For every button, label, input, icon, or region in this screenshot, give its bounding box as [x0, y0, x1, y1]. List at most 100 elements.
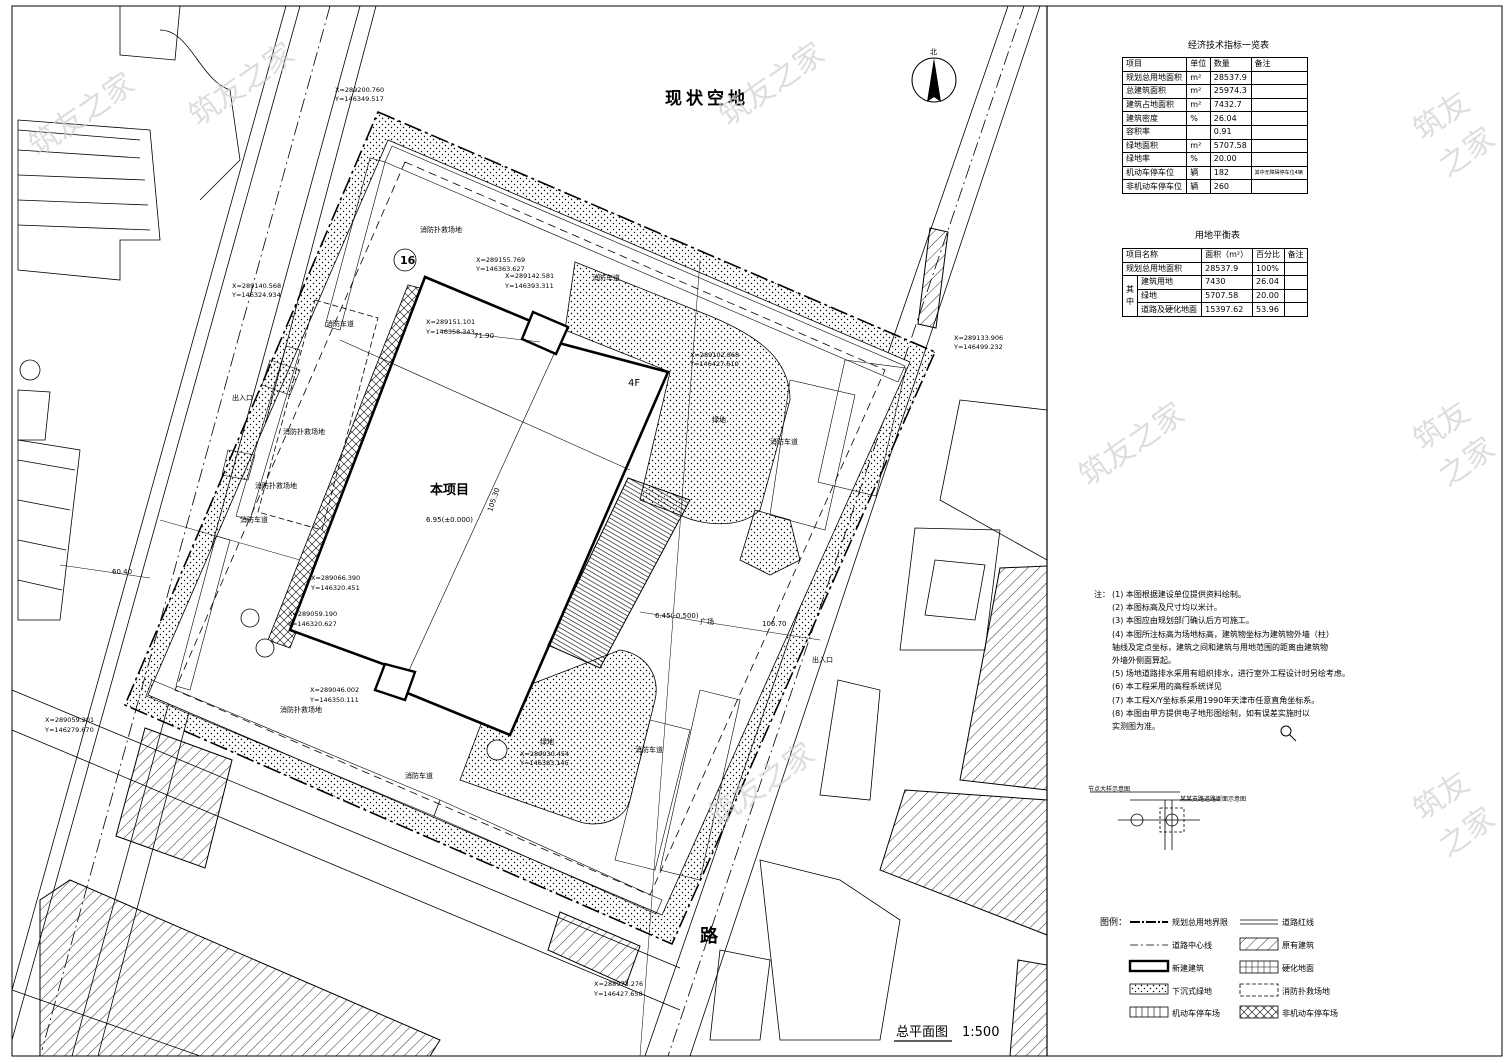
label-fire-lane-4: 消防车道: [592, 273, 620, 282]
building-annex-north: [520, 310, 570, 356]
tech-r7-c0: 机动车停车位: [1121, 165, 1188, 181]
land-r2-1: 15397.62: [1201, 302, 1254, 317]
label-green-2: 绿地: [540, 737, 554, 746]
existing-building-east-3: [917, 227, 949, 329]
dimension-lines: [59, 259, 821, 1057]
north-label: 北: [930, 48, 937, 56]
label-fire-lane-5: 消防车道: [635, 745, 663, 754]
tech-r7-c1: 辆: [1186, 165, 1211, 181]
land-r0-2: 26.04: [1252, 275, 1285, 290]
tech-r3-c3: [1250, 111, 1309, 126]
existing-buildings-west: [17, 5, 241, 621]
building-axis-2: [339, 339, 631, 471]
existing-building-east-1: [959, 565, 1048, 791]
tech-r7-c2: 182: [1209, 165, 1252, 181]
tech-h-1: 单位: [1186, 57, 1211, 72]
land-table: 项目名称 面积（m²） 百分比 备注 规划总用地面积 28537.9 100% …: [1121, 248, 1309, 317]
label-entrance: 出入口: [232, 393, 253, 402]
coordinate-labels: X=289200.760 Y=146349.517 X=289140.568 Y…: [44, 86, 1003, 998]
label-fire-site-4: 消防扑救场地: [420, 225, 462, 234]
tech-r3-c1: %: [1186, 111, 1211, 126]
plan-scale: 1:500: [962, 1025, 999, 1040]
tech-r8-c2: 260: [1209, 179, 1252, 194]
coord-10-x: X=289046.002: [310, 686, 359, 694]
label-project: 本项目: [430, 482, 469, 498]
dim-60-40: 60.40: [112, 568, 132, 576]
tech-r1-c0: 总建筑面积: [1121, 84, 1188, 99]
tech-r5-c1: m²: [1186, 138, 1211, 154]
land-total-2: 100%: [1252, 261, 1285, 277]
coord-8-x: X=289066.390: [311, 574, 360, 582]
land-r0-1: 7430: [1201, 275, 1254, 290]
tech-r1-c2: 25974.3: [1209, 84, 1252, 99]
coord-6-x: X=289133.906: [954, 334, 1003, 342]
coord-5-x: X=289151.101: [426, 318, 475, 326]
tech-r1-c1: m²: [1186, 84, 1211, 99]
legend-item-fire-site: 消防扑救场地: [1282, 987, 1330, 996]
legend-item-new-building: 新建建筑: [1172, 964, 1204, 973]
tech-r6-c1: %: [1186, 152, 1211, 167]
detail-markers: [240, 248, 508, 761]
land-table-header: 项目名称 面积（m²） 百分比 备注: [1121, 248, 1309, 263]
label-floors: 4F: [628, 378, 640, 389]
label-elev-plaza: 6.45(-0.500): [655, 612, 699, 620]
land-r2-0: 道路及硬化地面: [1136, 302, 1203, 317]
coord-4-x: X=289142.581: [505, 272, 554, 280]
note-line: (7) 本工程X/Y坐标系采用1990年天津市任意直角坐标系。: [1112, 695, 1320, 705]
note-line: 外墙外侧面算起。: [1112, 656, 1176, 666]
legend-item-existing-building: 原有建筑: [1282, 941, 1314, 950]
land-r1-2: 20.00: [1252, 288, 1285, 304]
existing-building-south-1: [115, 727, 233, 869]
label-fire-site-2: 消防扑救场地: [255, 481, 297, 490]
land-table-row: 道路及硬化地面 15397.62 53.96: [1123, 302, 1309, 317]
tech-table-header: 项目单位数量备注: [1121, 57, 1309, 72]
note-line: (3) 本图应由规划部门确认后方可施工。: [1112, 616, 1254, 626]
land-group-label: 其中: [1122, 275, 1138, 317]
tech-r4-c0: 容积率: [1121, 124, 1188, 140]
tech-r8-c1: 辆: [1186, 179, 1211, 194]
tech-table-row: 建筑密度%26.04: [1121, 111, 1309, 126]
legend-title: 图例：: [1100, 918, 1128, 928]
coord-1-x: X=289200.760: [335, 86, 384, 94]
land-total-0: 规划总用地面积: [1121, 261, 1203, 277]
note-line: (6) 本工程采用的高程系统详见: [1112, 682, 1222, 692]
land-total-3: [1283, 261, 1309, 277]
coord-9-x: X=289059.190: [288, 610, 337, 618]
note-line: 轴线及定点坐标，建筑之间和建筑与用地范围的距离由建筑物: [1112, 642, 1328, 652]
tech-r0-c0: 规划总用地面积: [1121, 70, 1188, 86]
tech-r0-c2: 28537.9: [1209, 70, 1252, 86]
marker-16: 16: [400, 254, 416, 267]
land-table-row: 其中 建筑用地 7430 26.04: [1122, 275, 1309, 317]
parking-rows: [145, 145, 907, 915]
coord-12-y: Y=146383.145: [519, 759, 569, 767]
existing-building-east-2: [879, 789, 1048, 936]
land-r2-2: 53.96: [1252, 302, 1285, 317]
note-line: 实测图为准。: [1112, 722, 1160, 732]
existing-building-south-2: [39, 879, 441, 1057]
land-h-3: 备注: [1283, 248, 1309, 263]
note-line: (1) 本图根据建设单位提供资料绘制。: [1112, 590, 1246, 599]
land-table-title: 用地平衡表: [1195, 231, 1241, 241]
legend-item-centerline: 道路中心线: [1172, 941, 1212, 950]
land-h-2: 百分比: [1252, 248, 1285, 263]
legend-item-sunken-green: 下沉式绿地: [1172, 987, 1212, 996]
green-west-small-2: [261, 359, 301, 396]
tech-r2-c3: [1250, 97, 1309, 113]
existing-building-east-4: [1009, 959, 1048, 1057]
label-entrance-east: 出入口: [812, 655, 833, 664]
tech-r1-c3: [1250, 84, 1309, 99]
existing-buildings-east-outline: [709, 399, 1048, 1041]
legend-item-hard-paving: 硬化地面: [1282, 964, 1314, 973]
tech-r4-c3: [1250, 124, 1309, 140]
dim-106-70: 106.70: [762, 620, 787, 628]
land-total-1: 28537.9: [1201, 261, 1254, 277]
legend-item-red-line: 道路红线: [1282, 918, 1314, 927]
note-line: (5) 场地道路排水采用有组织排水，进行室外工程设计时另绘考虑。: [1112, 669, 1350, 679]
